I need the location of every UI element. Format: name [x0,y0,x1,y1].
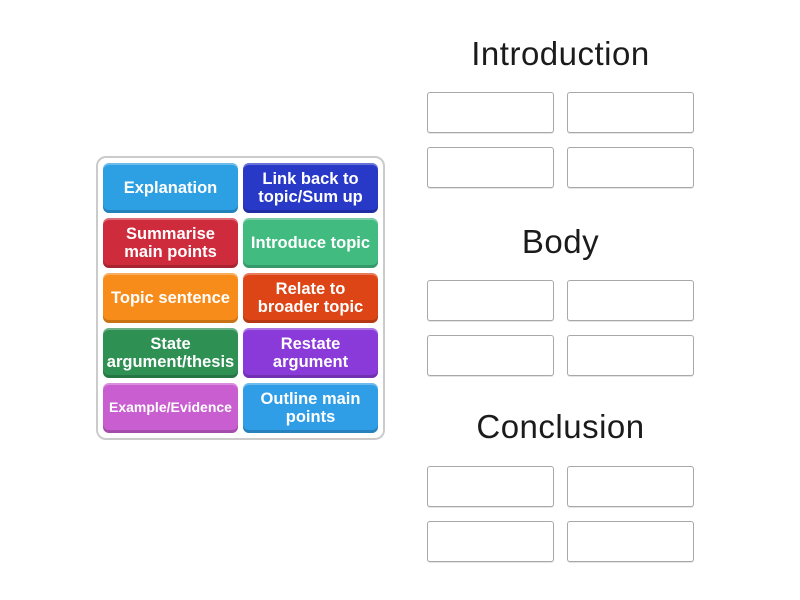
drop-slot-introduction-1[interactable] [427,92,554,133]
drop-slot-conclusion-2[interactable] [567,466,694,507]
group-header-introduction: Introduction [471,35,650,72]
groups-panel: Introduction Body Conclusion [427,0,694,600]
tile-explanation[interactable]: Explanation [103,163,238,213]
tile-link-back[interactable]: Link back to topic/Sum up [243,163,378,213]
tile-relate-broader[interactable]: Relate to broader topic [243,273,378,323]
drop-slot-introduction-2[interactable] [567,92,694,133]
tile-restate-argument[interactable]: Restate argument [243,328,378,378]
tile-summarise[interactable]: Summarise main points [103,218,238,268]
drop-slot-conclusion-4[interactable] [567,521,694,562]
tile-introduce-topic[interactable]: Introduce topic [243,218,378,268]
drop-slot-introduction-3[interactable] [427,147,554,188]
drop-slot-body-3[interactable] [427,335,554,376]
drop-slot-conclusion-1[interactable] [427,466,554,507]
tile-tray: Explanation Link back to topic/Sum up Su… [96,156,385,440]
drop-slot-conclusion-3[interactable] [427,521,554,562]
drop-slot-body-4[interactable] [567,335,694,376]
group-header-body: Body [521,223,600,260]
group-header-conclusion: Conclusion [476,408,645,445]
drop-slot-body-2[interactable] [567,280,694,321]
group-slots-conclusion [427,466,694,562]
tile-topic-sentence[interactable]: Topic sentence [103,273,238,323]
tile-example-evidence[interactable]: Example/Evidence [103,383,238,433]
group-slots-introduction [427,92,694,188]
group-slots-body [427,280,694,376]
tile-outline-points[interactable]: Outline main points [243,383,378,433]
drop-slot-introduction-4[interactable] [567,147,694,188]
tile-state-argument[interactable]: State argument/thesis [103,328,238,378]
drop-slot-body-1[interactable] [427,280,554,321]
